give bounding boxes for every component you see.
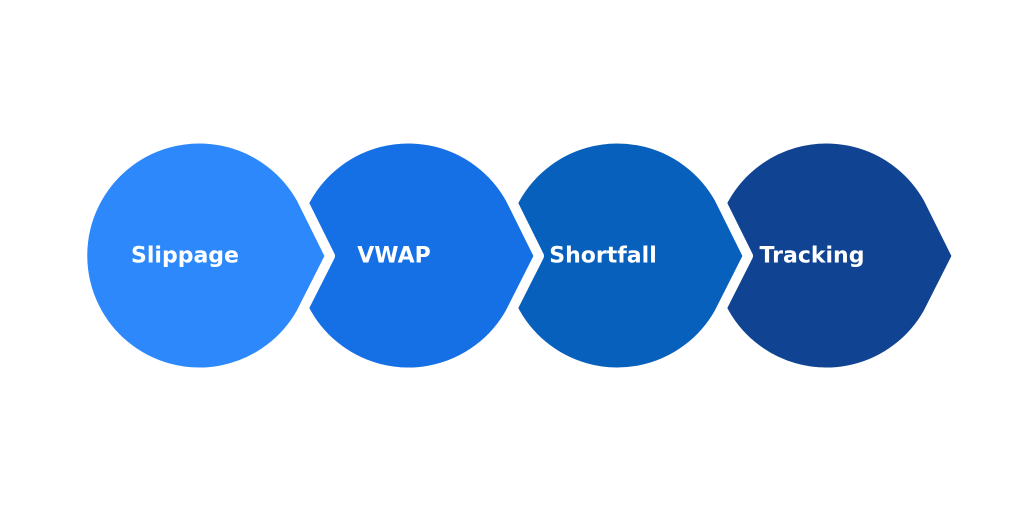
step-1: Slippage	[77, 133, 335, 378]
step-1-shape	[77, 133, 335, 378]
step-1-label: Slippage	[131, 244, 239, 269]
step-4-label: Tracking	[760, 244, 865, 269]
step-3-label: Shortfall	[549, 244, 657, 269]
step-2-label: VWAP	[357, 244, 430, 269]
